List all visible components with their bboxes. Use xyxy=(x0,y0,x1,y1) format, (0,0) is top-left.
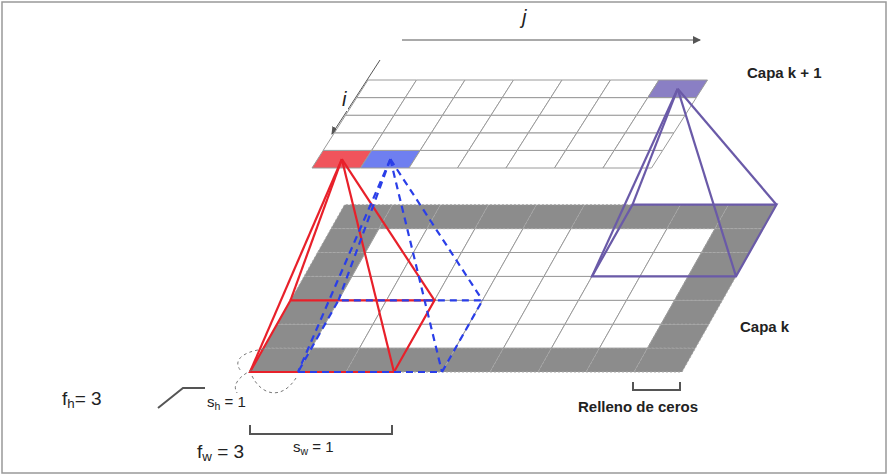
j-axis-arrow xyxy=(402,40,700,41)
padding-cell xyxy=(634,348,696,372)
stride-h-arc xyxy=(238,349,264,372)
layer-grids xyxy=(250,80,777,372)
padding-label: Relleno de ceros xyxy=(576,398,700,415)
stride-label: sw = 1 xyxy=(291,438,336,457)
axis-label: j xyxy=(520,6,528,29)
layer-label: Capa k xyxy=(738,318,791,335)
dimension-label: fh= 3 xyxy=(60,388,104,412)
red-receptive-field xyxy=(250,300,435,372)
stride-w-arc xyxy=(252,376,296,393)
padding-cell xyxy=(661,300,723,324)
output-cell xyxy=(614,133,674,151)
dimension-label: fw = 3 xyxy=(195,441,246,465)
output-cell xyxy=(625,115,685,133)
padding-cell xyxy=(675,276,737,300)
blue-receptive-field xyxy=(390,159,442,372)
blue-receptive-field xyxy=(298,300,483,372)
red-receptive-field xyxy=(342,159,394,372)
blue-receptive-field xyxy=(390,159,482,300)
receptive-fields xyxy=(250,89,777,372)
padding-cell xyxy=(688,253,750,277)
padding-cell xyxy=(715,205,777,229)
layer-label: Capa k + 1 xyxy=(745,64,824,81)
axis-label: i xyxy=(340,88,348,111)
padding-cell xyxy=(702,229,764,253)
red-receptive-field xyxy=(250,159,342,372)
red-receptive-field xyxy=(291,159,342,300)
purple-receptive-field xyxy=(592,89,678,277)
fh-bracket xyxy=(158,388,205,408)
blue-receptive-field xyxy=(298,159,390,372)
padding-cell xyxy=(648,324,710,348)
red-receptive-field xyxy=(342,159,435,300)
purple-receptive-field xyxy=(678,89,777,205)
fw-bracket xyxy=(250,425,392,434)
blue-receptive-field xyxy=(339,159,391,300)
purple-receptive-field xyxy=(678,89,736,277)
purple-receptive-field xyxy=(633,89,678,205)
stride-label: sh = 1 xyxy=(205,393,248,412)
padding-bracket xyxy=(633,382,680,390)
